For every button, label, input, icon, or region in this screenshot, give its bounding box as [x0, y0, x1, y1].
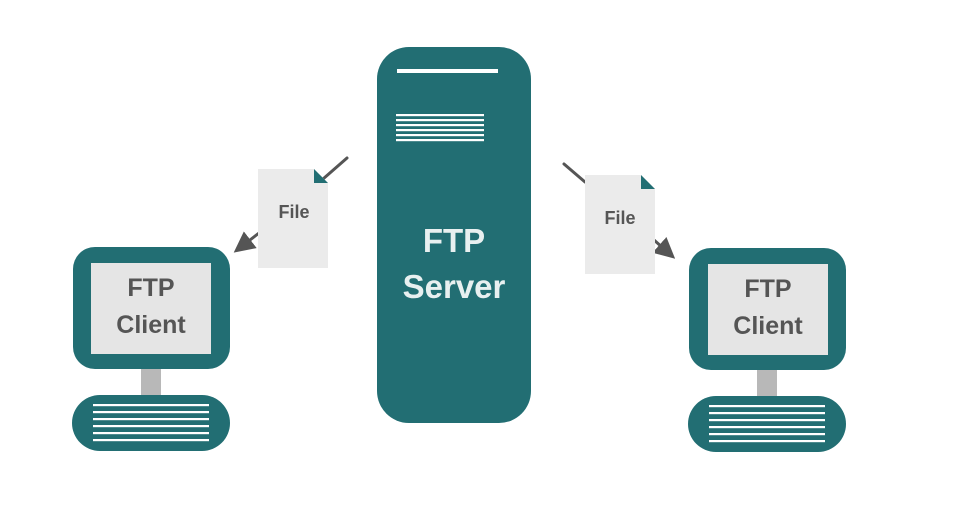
- file-right-label: File: [604, 208, 635, 228]
- right-transfer-arrow: [562, 162, 676, 259]
- server-top-slot: [397, 69, 498, 73]
- client-right-stand: [757, 370, 777, 397]
- client-right-keyboard: [688, 396, 846, 452]
- file-left-label: File: [278, 202, 309, 222]
- server-vent-lines: [396, 114, 484, 142]
- file-document-left: File: [258, 169, 328, 268]
- file-right-page: [585, 175, 655, 274]
- file-left-corner-fold: [314, 169, 328, 183]
- ftp-server: FTP Server: [377, 47, 531, 423]
- client-left-label-line1: FTP: [127, 274, 174, 302]
- file-left-page: [258, 169, 328, 268]
- client-left-screen: [91, 263, 211, 354]
- client-right-label-line1: FTP: [744, 275, 791, 303]
- right-arrow-shaft-upper: [562, 162, 587, 184]
- server-label-line1: FTP: [423, 222, 485, 259]
- ftp-client-right: FTP Client: [688, 248, 846, 452]
- server-label-line2: Server: [403, 268, 506, 305]
- ftp-client-left: FTP Client: [72, 247, 230, 451]
- client-right-keyboard-lines: [709, 405, 825, 443]
- client-left-keyboard: [72, 395, 230, 451]
- client-left-keyboard-lines: [93, 404, 209, 442]
- client-left-stand: [141, 369, 161, 396]
- file-right-corner-fold: [641, 175, 655, 189]
- client-left-label-line2: Client: [116, 311, 186, 339]
- file-document-right: File: [585, 175, 655, 274]
- left-arrow-shaft-lower: [233, 231, 261, 253]
- client-right-label-line2: Client: [733, 312, 803, 340]
- right-arrow-shaft-lower: [652, 236, 676, 259]
- client-right-screen: [708, 264, 828, 355]
